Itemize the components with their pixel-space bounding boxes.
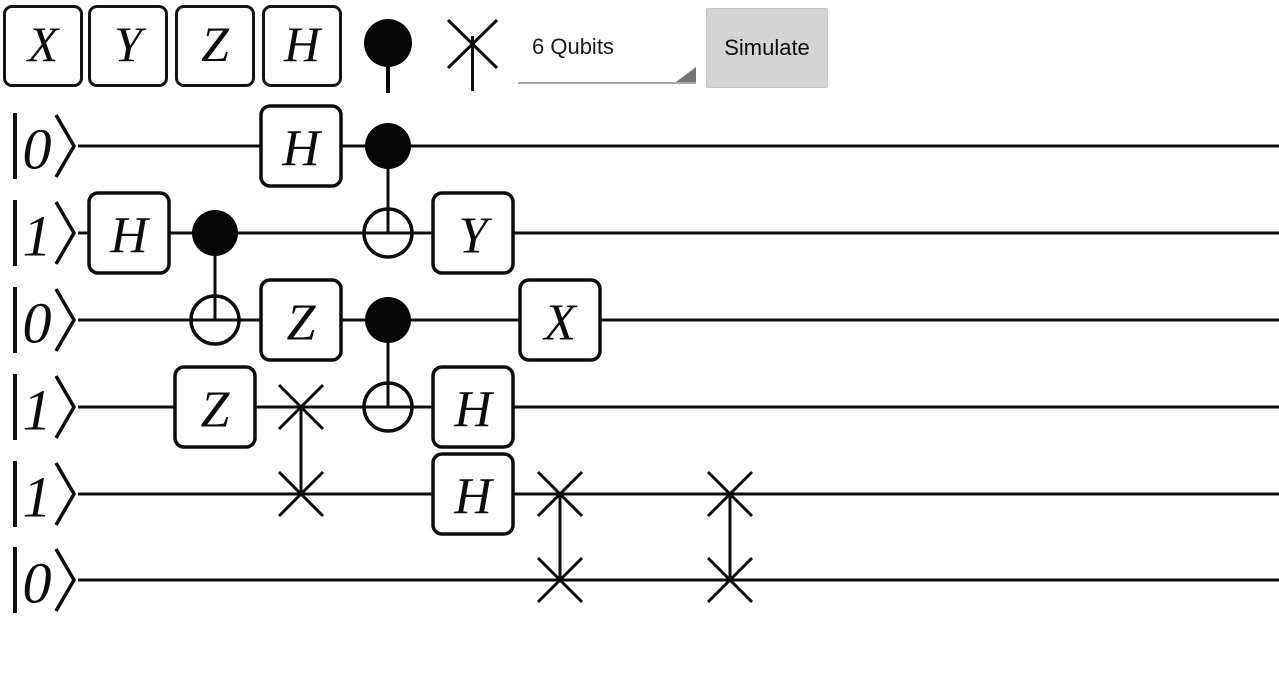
gate-x-label: X bbox=[27, 16, 59, 72]
z-gate[interactable]: Z bbox=[259, 278, 343, 362]
h-gate[interactable]: H bbox=[431, 452, 515, 536]
gate-box bbox=[431, 365, 515, 449]
qubit-ket-label[interactable]: 0 bbox=[13, 287, 77, 356]
gate-label: H bbox=[453, 469, 494, 526]
toolbar-gate-z-button[interactable]: Z bbox=[175, 5, 255, 87]
swap-cross-icon[interactable] bbox=[536, 470, 584, 518]
swap-cross-icon[interactable] bbox=[706, 556, 754, 604]
y-gate[interactable]: Y bbox=[431, 191, 515, 275]
qubit-state-digit: 0 bbox=[23, 117, 52, 182]
control-dot[interactable] bbox=[365, 297, 411, 343]
ket-angle-icon bbox=[54, 548, 77, 612]
qubit-ket-label[interactable]: 1 bbox=[13, 374, 77, 443]
gate-label: H bbox=[109, 208, 150, 265]
qubit-state-digit: 1 bbox=[23, 204, 52, 269]
qubit-state-digit: 0 bbox=[23, 551, 52, 616]
h-gate[interactable]: H bbox=[87, 191, 171, 275]
toolbar-gate-x-button[interactable]: X bbox=[3, 5, 83, 87]
ket-angle-icon bbox=[54, 462, 77, 526]
gate-label: Y bbox=[459, 208, 493, 265]
simulate-button[interactable]: Simulate bbox=[706, 8, 828, 88]
swap-cross-icon bbox=[446, 18, 499, 91]
swap-cross-icon[interactable] bbox=[277, 383, 325, 431]
gate-label: H bbox=[453, 382, 494, 439]
toolbar-gate-h-button[interactable]: H bbox=[262, 5, 342, 87]
qubit-ket-label[interactable]: 1 bbox=[13, 200, 77, 269]
qubit-ket-label[interactable]: 0 bbox=[13, 547, 77, 616]
gate-label: X bbox=[542, 295, 578, 352]
gate-box bbox=[173, 365, 257, 449]
z-gate[interactable]: Z bbox=[173, 365, 257, 449]
gate-box bbox=[87, 191, 171, 275]
gate-box bbox=[431, 191, 515, 275]
cnot-target-icon[interactable] bbox=[189, 294, 241, 346]
gate-box bbox=[259, 104, 343, 188]
control-dot[interactable] bbox=[192, 210, 238, 256]
qubit-ket-label[interactable]: 1 bbox=[13, 461, 77, 530]
h-gate[interactable]: H bbox=[431, 365, 515, 449]
ket-angle-icon bbox=[54, 114, 77, 178]
toolbar-gate-y-button[interactable]: Y bbox=[88, 5, 168, 87]
gate-y-label: Y bbox=[114, 16, 142, 72]
gate-box bbox=[431, 452, 515, 536]
ket-angle-icon bbox=[54, 201, 77, 265]
control-dot[interactable] bbox=[365, 123, 411, 169]
dropdown-arrow-icon bbox=[676, 67, 696, 82]
gate-box bbox=[259, 278, 343, 362]
gate-z-label: Z bbox=[201, 16, 229, 72]
qubit-state-digit: 1 bbox=[23, 378, 52, 443]
qubit-count-dropdown[interactable]: 6 Qubits bbox=[518, 18, 696, 84]
x-gate[interactable]: X bbox=[518, 278, 602, 362]
swap-cross-icon[interactable] bbox=[536, 556, 584, 604]
dropdown-underline bbox=[518, 82, 696, 84]
control-tool[interactable] bbox=[355, 10, 421, 98]
cnot-target-icon[interactable] bbox=[362, 207, 414, 259]
swap-tool[interactable] bbox=[443, 14, 505, 94]
gate-label: H bbox=[281, 121, 322, 178]
ket-angle-icon bbox=[54, 375, 77, 439]
qubit-count-label: 6 Qubits bbox=[532, 34, 614, 59]
swap-cross-icon[interactable] bbox=[706, 470, 754, 518]
gate-h-label: H bbox=[283, 16, 321, 72]
gate-box bbox=[518, 278, 602, 362]
h-gate[interactable]: H bbox=[259, 104, 343, 188]
control-dot-icon bbox=[364, 19, 412, 67]
ket-angle-icon bbox=[54, 288, 77, 352]
qubit-state-digit: 0 bbox=[23, 291, 52, 356]
swap-cross-icon[interactable] bbox=[277, 470, 325, 518]
qubit-ket-label[interactable]: 0 bbox=[13, 113, 77, 182]
cnot-target-icon[interactable] bbox=[362, 381, 414, 433]
qubit-state-digit: 1 bbox=[23, 465, 52, 530]
gate-label: Z bbox=[201, 382, 231, 439]
gate-label: Z bbox=[287, 295, 317, 352]
